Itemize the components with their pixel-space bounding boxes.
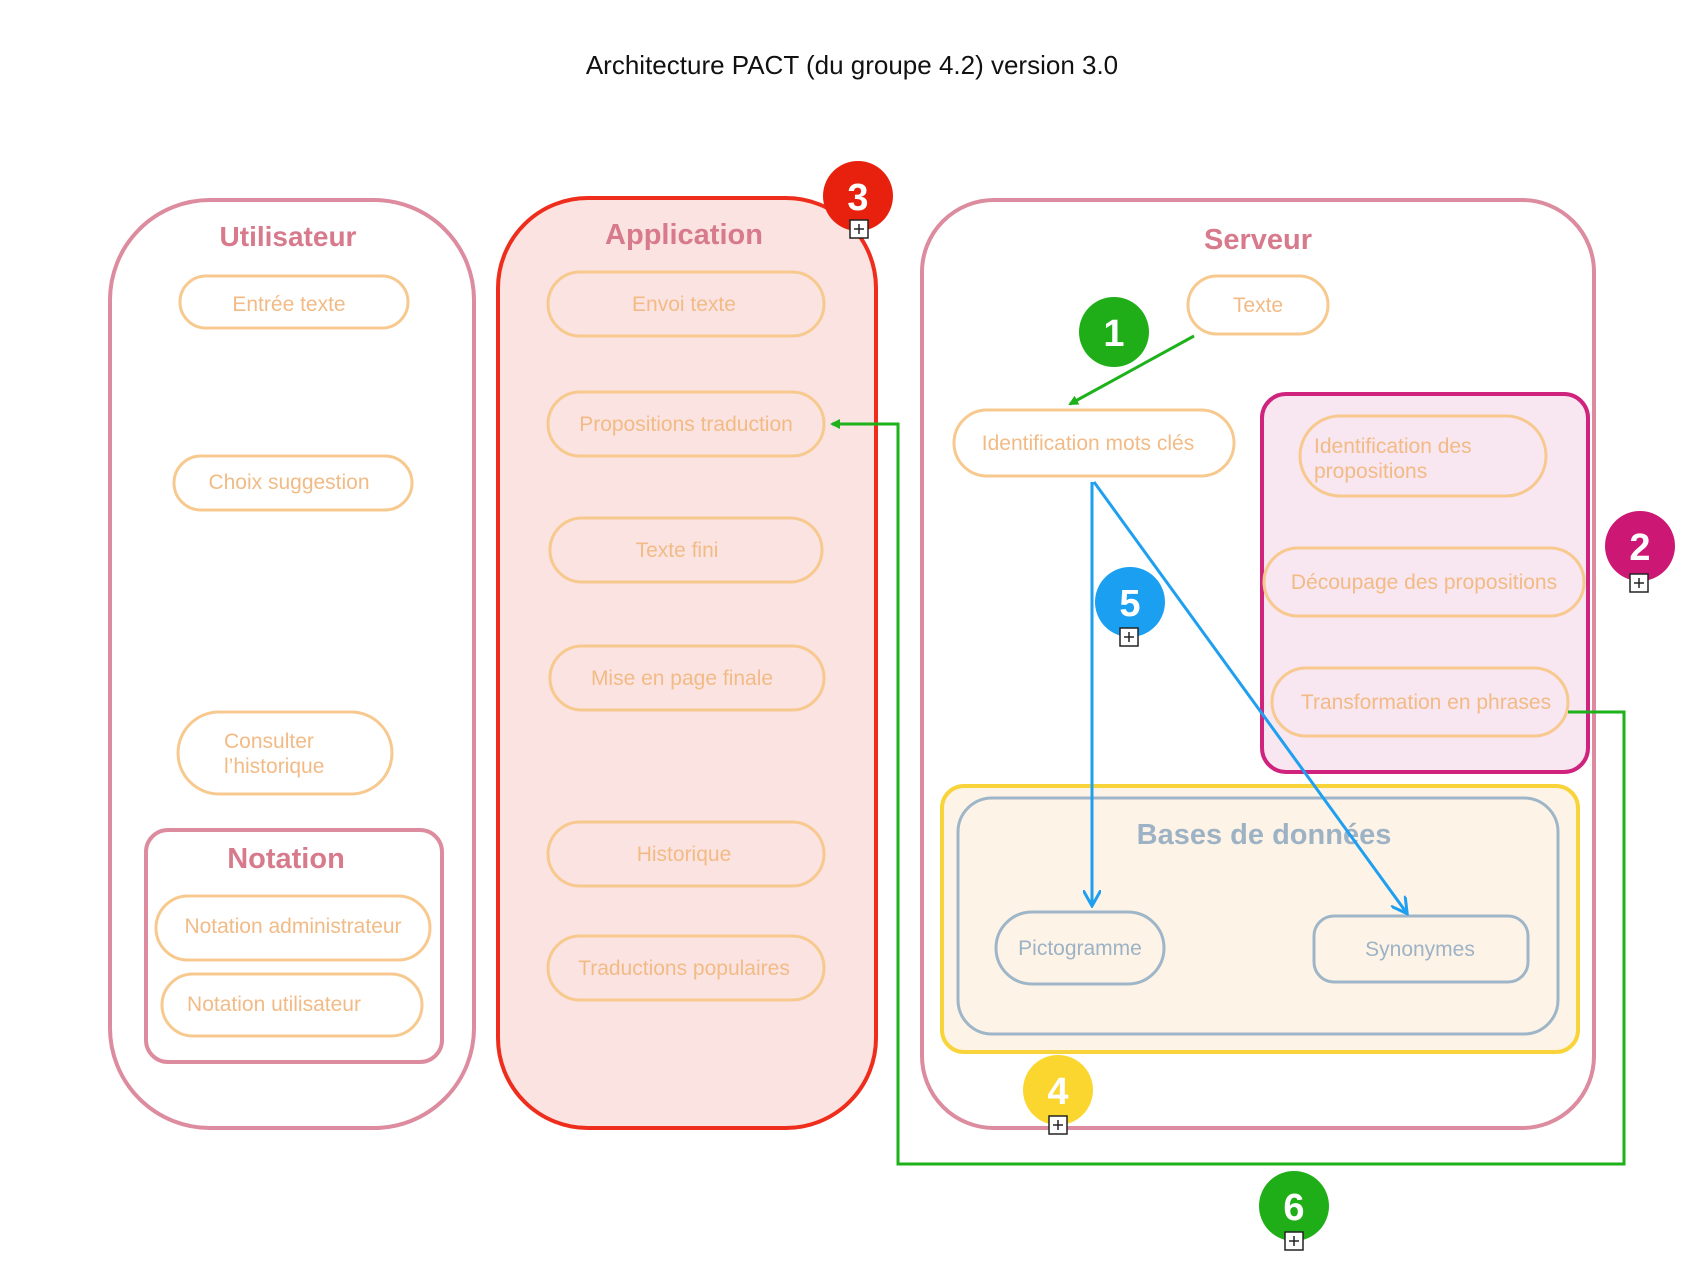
node-identification-propositions[interactable] [1298,414,1548,498]
node-identification-mots-cles-label: Identification mots clés [982,432,1194,455]
node-synonymes[interactable] [1312,914,1530,984]
badge-4[interactable]: 4 [1023,1055,1093,1125]
node-historique[interactable] [546,820,826,888]
badge-6-label: 6 [1283,1187,1304,1229]
node-identification-props-label-2: propositions [1314,460,1427,483]
node-identification-props-label-1: Identification des [1314,435,1472,458]
node-propositions-traduction-label: Propositions traduction [579,413,793,436]
node-pictogramme[interactable] [994,910,1166,986]
node-texte-fini-label: Texte fini [636,539,719,562]
node-notation-user-label: Notation utilisateur [187,993,361,1016]
node-mise-en-page-label: Mise en page finale [591,667,773,690]
node-choix-suggestion[interactable] [172,454,414,512]
badge-3[interactable]: 3 [823,161,893,231]
badge-1-label: 1 [1103,313,1124,355]
serveur-title: Serveur [1204,224,1312,256]
node-historique-label: Historique [637,843,732,866]
node-decoupage-propositions[interactable] [1262,546,1586,618]
node-envoi-texte[interactable] [546,270,826,338]
node-pictogramme-label: Pictogramme [1018,937,1142,960]
expand-icon[interactable] [1048,1115,1068,1135]
node-propositions-traduction[interactable] [546,390,826,458]
node-notation-utilisateur[interactable] [160,972,424,1038]
node-identification-mots-cles[interactable] [952,408,1236,478]
arrow-identification-to-synonymes [1092,481,1406,912]
badge-3-label: 3 [847,177,868,219]
expand-icon[interactable] [849,219,869,239]
application-title: Application [605,219,763,251]
node-texte-label: Texte [1233,294,1283,317]
node-decoupage-label: Découpage des propositions [1291,571,1557,594]
node-transformation-label: Transformation en phrases [1301,691,1551,714]
node-transformation-phrases[interactable] [1270,666,1570,738]
node-traductions-populaires-label: Traductions populaires [578,957,790,980]
expand-icon[interactable] [1119,627,1139,647]
node-entree-texte[interactable] [178,274,410,330]
utilisateur-title: Utilisateur [220,221,357,252]
node-notation-administrateur[interactable] [154,894,432,962]
badge-2[interactable]: 2 [1605,511,1675,581]
expand-icon[interactable] [1629,573,1649,593]
node-consulter-historique[interactable] [176,710,394,796]
node-consulter-label-1: Consulter [224,730,314,753]
node-texte-fini[interactable] [548,516,824,584]
node-consulter-label-2: l’historique [224,755,324,778]
badge-6[interactable]: 6 [1259,1171,1329,1241]
node-texte[interactable] [1186,274,1330,336]
notation-title: Notation [227,843,345,875]
node-mise-en-page-finale[interactable] [548,644,826,712]
badge-1[interactable]: 1 [1079,297,1149,367]
badge-4-label: 4 [1047,1071,1068,1113]
node-envoi-texte-label: Envoi texte [632,293,736,316]
badge-5[interactable]: 5 [1095,567,1165,637]
expand-icon[interactable] [1284,1231,1304,1251]
arrow-texte-to-identification [1068,334,1195,406]
node-synonymes-label: Synonymes [1365,938,1475,961]
node-notation-admin-label: Notation administrateur [184,915,401,938]
arrow-transformation-to-propositions [830,419,1626,1166]
diagram-title: Architecture PACT (du groupe 4.2) versio… [585,50,1119,80]
bases-de-donnees-title: Bases de données [1137,819,1392,851]
node-choix-suggestion-label: Choix suggestion [208,471,369,494]
node-traductions-populaires[interactable] [546,934,826,1002]
badge-2-label: 2 [1629,527,1650,569]
badge-5-label: 5 [1119,583,1140,625]
node-entree-texte-label: Entrée texte [232,293,345,316]
bases-de-donnees-group [956,796,1560,1036]
